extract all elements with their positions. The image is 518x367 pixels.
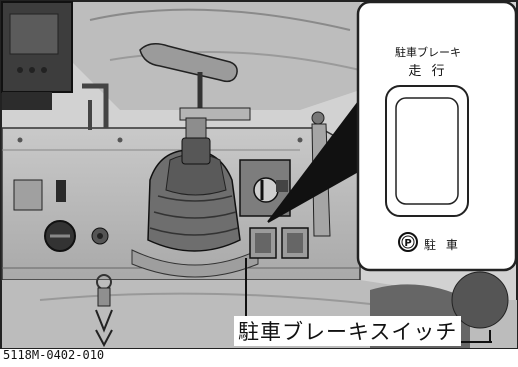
figure-code: 5118M-0402-010 <box>3 348 105 362</box>
park-symbol-letter: P <box>404 238 411 249</box>
inset-title: 駐車ブレーキ <box>395 46 461 59</box>
upper-cab-background <box>70 2 360 110</box>
inset-subtitle: 走 行 <box>408 64 448 79</box>
lever-handle <box>139 43 238 83</box>
switch-face <box>395 97 459 205</box>
inset-bottom-label: 駐 車 <box>424 238 461 252</box>
left-switch <box>13 179 43 211</box>
toggle-switch <box>56 180 66 202</box>
callout-label: 駐車ブレーキスイッチ <box>234 316 462 346</box>
